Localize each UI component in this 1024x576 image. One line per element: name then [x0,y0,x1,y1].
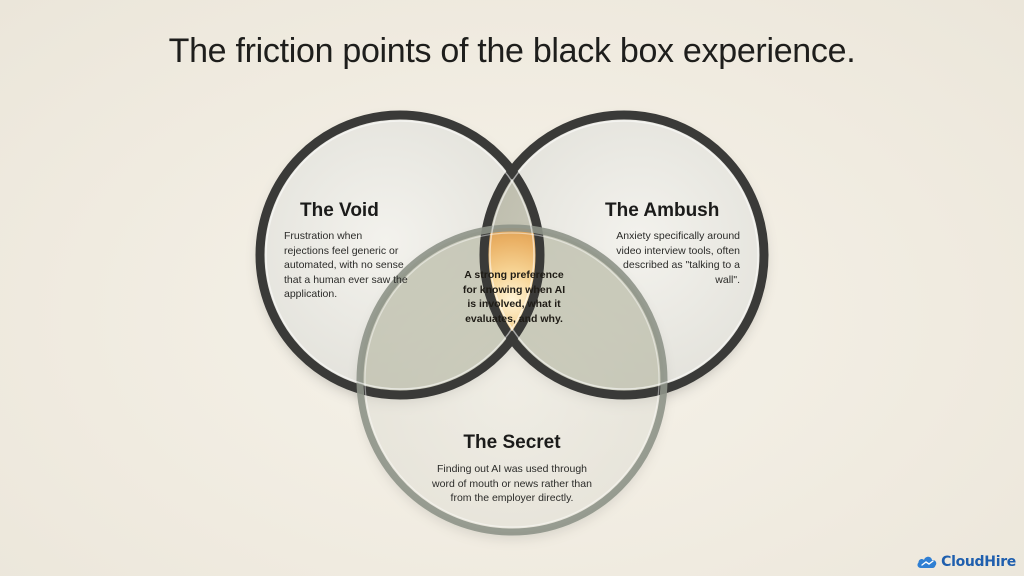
secret-heading: The Secret [463,432,561,453]
brand-name: CloudHire [941,554,1016,570]
void-inner-rim [265,120,535,390]
secret-description: Finding out AI was used through word of … [432,463,592,504]
void-description: Frustration when rejections feel generic… [284,230,408,300]
brand-logo: CloudHire [916,554,1016,570]
ambush-ring [479,110,769,400]
slide-title: The friction points of the black box exp… [168,32,856,70]
void-heading: The Void [300,200,379,221]
secret-inner-rim [364,232,660,528]
ambush-inner-rim [489,120,759,390]
ambush-description: Anxiety specifically around video interv… [616,230,740,286]
secret-ring [356,224,668,536]
center-statement: A strong preference for knowing when AI … [462,269,566,325]
void-ring [255,110,545,400]
ambush-heading: The Ambush [605,200,720,221]
cloud-logo-icon [917,556,937,568]
